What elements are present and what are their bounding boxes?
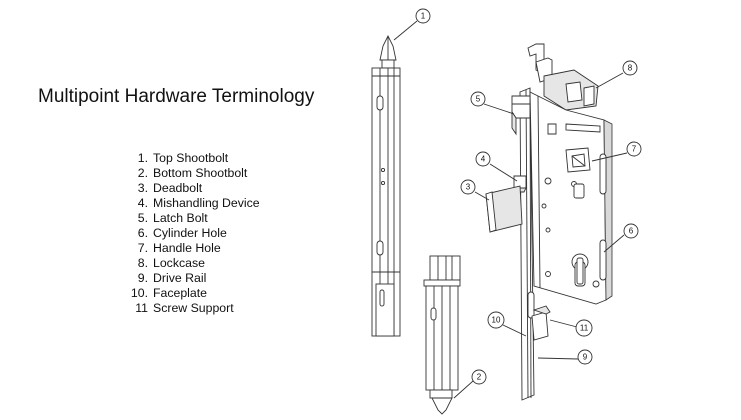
callout-5: 5 bbox=[470, 91, 486, 107]
legend-label: Drive Rail bbox=[153, 271, 207, 285]
legend-item-bottom-shootbolt: 2. Bottom Shootbolt bbox=[124, 166, 260, 181]
legend-label: Faceplate bbox=[153, 286, 208, 300]
legend-number: 3. bbox=[137, 181, 148, 195]
latch-bolt bbox=[511, 95, 531, 136]
legend-item-faceplate: 10. Faceplate bbox=[124, 286, 260, 301]
bottom-shootbolt bbox=[423, 255, 461, 415]
legend-item-handle-hole: 7. Handle Hole bbox=[124, 241, 260, 256]
legend-number: 8. bbox=[137, 256, 148, 270]
callout-1: 1 bbox=[415, 8, 431, 24]
callout-label: 3 bbox=[466, 183, 471, 192]
callout-label: 1 bbox=[421, 12, 426, 21]
legend-item-screw-support: 11 Screw Support bbox=[124, 301, 260, 316]
callout-11: 11 bbox=[575, 319, 593, 337]
legend-label: Bottom Shootbolt bbox=[153, 166, 248, 180]
legend-label: Lockcase bbox=[153, 256, 205, 270]
legend-label: Mishandling Device bbox=[153, 196, 260, 210]
legend-label: Top Shootbolt bbox=[153, 151, 229, 165]
top-shootbolt bbox=[371, 34, 401, 337]
legend-item-latch-bolt: 5. Latch Bolt bbox=[124, 211, 260, 226]
legend-item-lockcase: 8. Lockcase bbox=[124, 256, 260, 271]
legend-number: 5. bbox=[137, 211, 148, 225]
legend-item-top-shootbolt: 1. Top Shootbolt bbox=[124, 151, 260, 166]
legend-label: Handle Hole bbox=[153, 241, 221, 255]
legend-item-deadbolt: 3. Deadbolt bbox=[124, 181, 260, 196]
callout-3: 3 bbox=[460, 179, 476, 195]
legend-number: 9. bbox=[137, 271, 148, 285]
callout-label: 4 bbox=[481, 155, 486, 164]
callout-10: 10 bbox=[487, 311, 505, 329]
legend-number: 10. bbox=[130, 286, 148, 300]
legend-label: Deadbolt bbox=[153, 181, 203, 195]
callout-8: 8 bbox=[622, 60, 638, 76]
legend-label: Latch Bolt bbox=[153, 211, 208, 225]
legend-item-drive-rail: 9. Drive Rail bbox=[124, 271, 260, 286]
callout-label: 7 bbox=[632, 145, 637, 154]
cylinder-hole bbox=[571, 253, 589, 287]
callout-9: 9 bbox=[577, 349, 593, 365]
legend-number: 11 bbox=[135, 301, 148, 315]
callout-7: 7 bbox=[626, 141, 642, 157]
callout-2: 2 bbox=[471, 369, 487, 385]
legend-number: 6. bbox=[137, 226, 148, 240]
callout-label: 5 bbox=[476, 95, 481, 104]
lockcase-assembly bbox=[485, 43, 613, 401]
callout-label: 6 bbox=[629, 227, 634, 236]
legend-item-mishandling-device: 4. Mishandling Device bbox=[124, 196, 260, 211]
callout-label: 8 bbox=[628, 64, 633, 73]
legend-number: 1. bbox=[137, 151, 148, 165]
callout-leaders bbox=[393, 20, 628, 399]
terminology-legend: 1. Top Shootbolt 2. Bottom Shootbolt 3. Dea… bbox=[124, 151, 260, 316]
legend-number: 4. bbox=[137, 196, 148, 210]
legend-label: Cylinder Hole bbox=[153, 226, 227, 240]
callout-label: 10 bbox=[492, 316, 501, 325]
deadbolt bbox=[485, 185, 523, 233]
legend-number: 2. bbox=[137, 166, 148, 180]
legend-label: Screw Support bbox=[153, 301, 234, 315]
callout-6: 6 bbox=[623, 223, 639, 239]
callout-label: 11 bbox=[580, 324, 589, 333]
callout-label: 2 bbox=[477, 373, 482, 382]
legend-item-cylinder-hole: 6. Cylinder Hole bbox=[124, 226, 260, 241]
callout-label: 9 bbox=[583, 353, 588, 362]
diagram-title: Multipoint Hardware Terminology bbox=[38, 86, 315, 107]
legend-number: 7. bbox=[137, 241, 148, 255]
callout-4: 4 bbox=[475, 151, 491, 167]
